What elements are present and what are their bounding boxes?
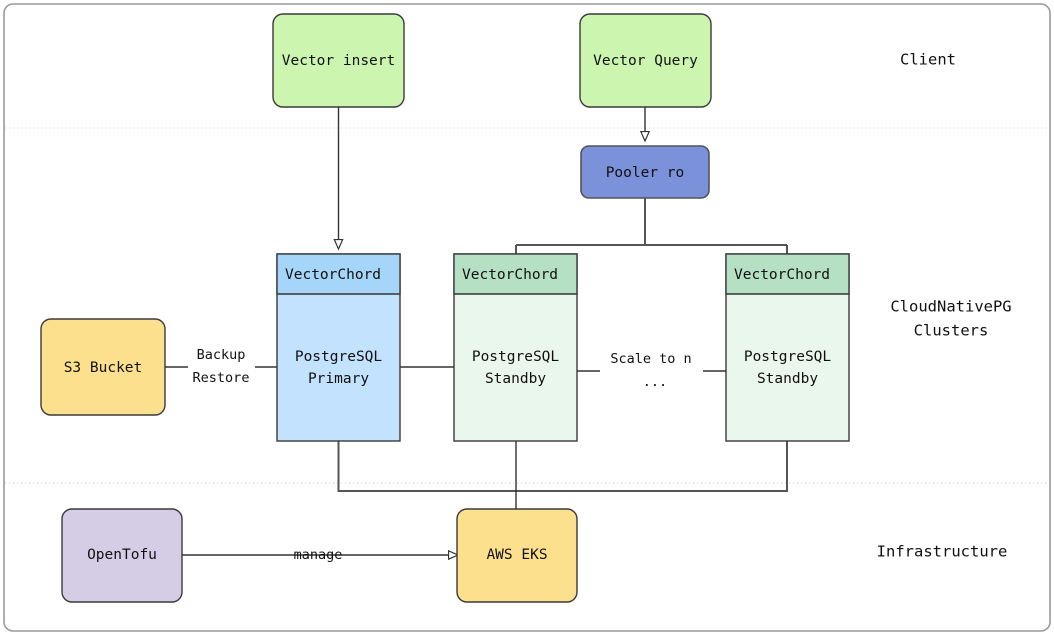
edge-label-scale-line2: ... — [643, 374, 667, 390]
diagram-frame — [3, 3, 1051, 632]
lane-label-cloudnativepg-clusters: CloudNativePG Clusters — [890, 298, 1011, 340]
node-aws-eks[interactable]: AWS EKS — [456, 508, 578, 603]
node-standbyn-vectorchord-label: VectorChord — [734, 267, 830, 283]
edge-label-scale-to-n: Scale to n ... — [610, 351, 691, 390]
node-postgresql-standby-1[interactable]: VectorChord PostgreSQL Standby — [453, 253, 578, 442]
node-aws-eks-label: AWS EKS — [486, 547, 547, 563]
node-pooler-ro-label: Pooler ro — [606, 165, 685, 181]
node-s3-bucket[interactable]: S3 Bucket — [40, 318, 166, 416]
node-standby1-vectorchord-label: VectorChord — [462, 267, 558, 283]
node-standby1-title-line1: PostgreSQL — [472, 349, 560, 365]
edge-label-restore: Restore — [193, 370, 250, 386]
lane-label-clusters-line2: Clusters — [914, 322, 989, 340]
edge-label-manage: manage — [294, 547, 343, 563]
node-standbyn-title-line1: PostgreSQL — [744, 349, 832, 365]
node-standby1-title-line2: Standby — [485, 371, 546, 387]
node-vector-query[interactable]: Vector Query — [579, 13, 712, 108]
node-postgresql-primary[interactable]: VectorChord PostgreSQL Primary — [276, 253, 401, 442]
node-vector-insert-label: Vector insert — [282, 53, 396, 69]
node-vector-insert[interactable]: Vector insert — [272, 13, 405, 108]
edge-label-backup-restore: Backup Restore — [193, 347, 250, 386]
lane-label-infrastructure: Infrastructure — [877, 543, 1008, 561]
node-opentofu-label: OpenTofu — [87, 547, 157, 563]
node-primary-title-line2: Primary — [308, 371, 369, 387]
node-opentofu[interactable]: OpenTofu — [61, 508, 183, 603]
node-s3-bucket-label: S3 Bucket — [64, 360, 143, 376]
edge-clusters-to-eks-bus — [337, 441, 788, 492]
node-pooler-ro[interactable]: Pooler ro — [580, 145, 710, 199]
lane-label-client: Client — [900, 51, 956, 69]
edge-label-scale-line1: Scale to n — [610, 351, 691, 367]
edge-label-backup: Backup — [197, 347, 246, 363]
node-vector-query-label: Vector Query — [593, 53, 698, 69]
lane-label-clusters-line1: CloudNativePG — [890, 298, 1011, 316]
node-postgresql-standby-n[interactable]: VectorChord PostgreSQL Standby — [725, 253, 850, 442]
node-standbyn-title-line2: Standby — [757, 371, 818, 387]
node-primary-title-line1: PostgreSQL — [295, 349, 383, 365]
node-primary-vectorchord-label: VectorChord — [285, 267, 381, 283]
